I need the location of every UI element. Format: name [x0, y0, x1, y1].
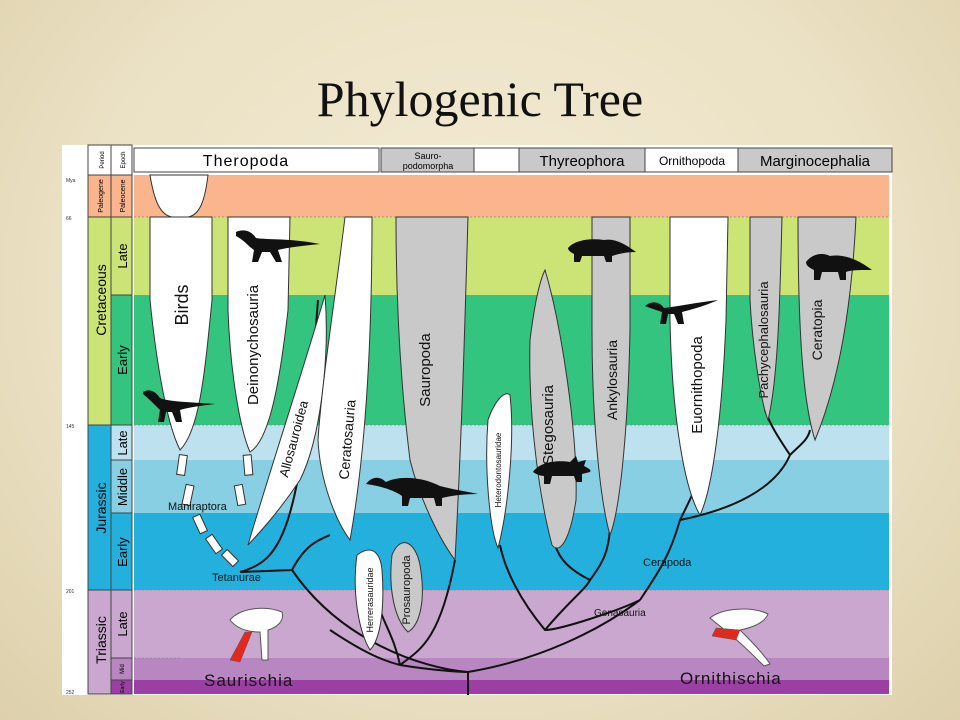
header-theropoda: Theropoda: [203, 153, 289, 170]
label-cerapoda: Cerapoda: [643, 557, 692, 569]
stegosauria-stem: [554, 544, 591, 581]
label-euornithopoda: Euornithopoda: [689, 336, 706, 434]
tick-201: 201: [66, 589, 75, 595]
marginocephalia-stem: [679, 454, 791, 521]
birds-spindle: [149, 216, 213, 451]
band-early-triassic: [134, 680, 889, 694]
prosauropoda-spindle: [390, 542, 423, 633]
tick-252: 252: [66, 690, 75, 696]
saurischia-branch: [291, 569, 469, 673]
clade-spindles: [149, 174, 857, 651]
ankylosaur-silhouette-icon: [568, 239, 636, 262]
tick-145: 145: [66, 424, 75, 430]
ornithischia-branch: [467, 599, 641, 673]
cerapoda-stem: [639, 519, 681, 601]
ceratopsian-silhouette-icon: [806, 254, 872, 280]
heterodontosauridae-spindle: [486, 393, 513, 550]
header-thyreophora-box: [518, 147, 646, 173]
period-paleogene: Paleogene: [98, 179, 105, 213]
tick-66: 66: [66, 216, 72, 222]
label-stegosauria: Stegosauria: [540, 384, 557, 465]
mya-ticks: Mya 66 145 201 252: [66, 178, 76, 696]
header-period: Period: [100, 151, 106, 168]
period-cretaceous: Cretaceous: [93, 264, 109, 336]
ornithopod-silhouette-icon: [645, 300, 718, 324]
epoch-late-cretaceous: Late: [115, 243, 130, 268]
ceratopia-stem: [789, 429, 811, 456]
small-theropod-silhouette-icon: [143, 390, 215, 422]
ankylosauria-spindle: [591, 216, 631, 537]
ornithischia-hip-icon: [709, 608, 771, 667]
herrerasauridae-spindle: [354, 549, 384, 651]
epoch-middle-jurassic: Middle: [115, 468, 130, 506]
epoch-early-cretaceous: Early: [115, 345, 130, 375]
label-herrerasauridae: Herrerasauridae: [365, 567, 375, 632]
epoch-paleocene: Paleocene: [120, 179, 127, 212]
euornithopoda-spindle: [669, 216, 729, 517]
tick-mya: Mya: [66, 178, 76, 184]
header-marginocephalia: Marginocephalia: [760, 153, 871, 170]
label-tetanurae: Tetanurae: [212, 572, 261, 584]
epoch-late-jurassic: Late: [115, 430, 130, 455]
header-marginocephalia-box: [737, 147, 893, 173]
label-deinonychosauria: Deinonychosauria: [245, 284, 262, 405]
band-middle-triassic: [134, 658, 889, 680]
header-sauro: Sauro-: [414, 151, 441, 161]
thyreophora-stem: [544, 579, 591, 631]
header-thyreophora: Thyreophora: [539, 153, 625, 170]
label-saurischia: Saurischia: [204, 671, 293, 690]
theropod-silhouette-icon: [236, 230, 320, 262]
stegosaur-silhouette-icon: [533, 456, 591, 484]
label-ceratopia: Ceratopia: [809, 299, 825, 360]
group-header-row: Theropoda Sauro- podomorpha Thyreophora …: [133, 147, 893, 173]
tetanurae-node: [239, 569, 293, 573]
header-epoch: Epoch: [121, 151, 127, 168]
deinonychosauria-spindle: [227, 216, 291, 453]
node-labels: Maniraptora Tetanurae Cerapoda Genasauri…: [168, 501, 782, 690]
ceratosauria-spindle: [317, 216, 373, 542]
header-theropoda-box: [133, 147, 380, 173]
pachycephalosauria-spindle: [749, 216, 783, 422]
slide-title: Phylogenic Tree: [316, 71, 644, 127]
epoch-early-jurassic: Early: [115, 537, 130, 567]
label-ornithischia: Ornithischia: [680, 669, 782, 688]
band-paleogene: [134, 175, 889, 217]
period-jurassic: Jurassic: [93, 482, 109, 533]
header-ornithopoda: Ornithopoda: [659, 154, 725, 168]
label-prosauropoda: Prosauropoda: [401, 555, 413, 625]
label-pachycephalosauria: Pachycephalosauria: [756, 281, 771, 399]
sauropoda-spindle: [395, 216, 469, 562]
tree-branches: [239, 299, 811, 695]
period-column: Period Epoch Paleogene Cretaceous Jurass…: [87, 144, 133, 695]
header-podomorpha: podomorpha: [403, 161, 454, 171]
epoch-early-triassic: Early: [120, 681, 126, 693]
maniraptora-ghost-lineage: [176, 453, 254, 568]
sauropod-silhouette-icon: [366, 477, 478, 506]
label-ceratosauria: Ceratosauria: [336, 399, 359, 480]
allosauroidea-spindle: [247, 294, 327, 546]
sauropoda-stem: [399, 559, 456, 666]
label-sauropoda: Sauropoda: [417, 333, 434, 407]
header-sauropodomorpha-box: [380, 147, 475, 173]
epoch-late-triassic: Late: [115, 611, 130, 636]
label-ankylosauria: Ankylosauria: [604, 340, 620, 420]
saurischia-hip-icon: [229, 607, 284, 663]
label-maniraptora: Maniraptora: [168, 501, 228, 513]
period-triassic: Triassic: [93, 616, 109, 664]
ceratosauria-stem: [291, 534, 331, 571]
label-genasauria: Genasauria: [594, 608, 646, 619]
label-birds: Birds: [172, 284, 192, 325]
label-heterodontosauridae: Heterodontosauridae: [494, 432, 503, 507]
epoch-mid-triassic: Mid: [120, 664, 126, 674]
